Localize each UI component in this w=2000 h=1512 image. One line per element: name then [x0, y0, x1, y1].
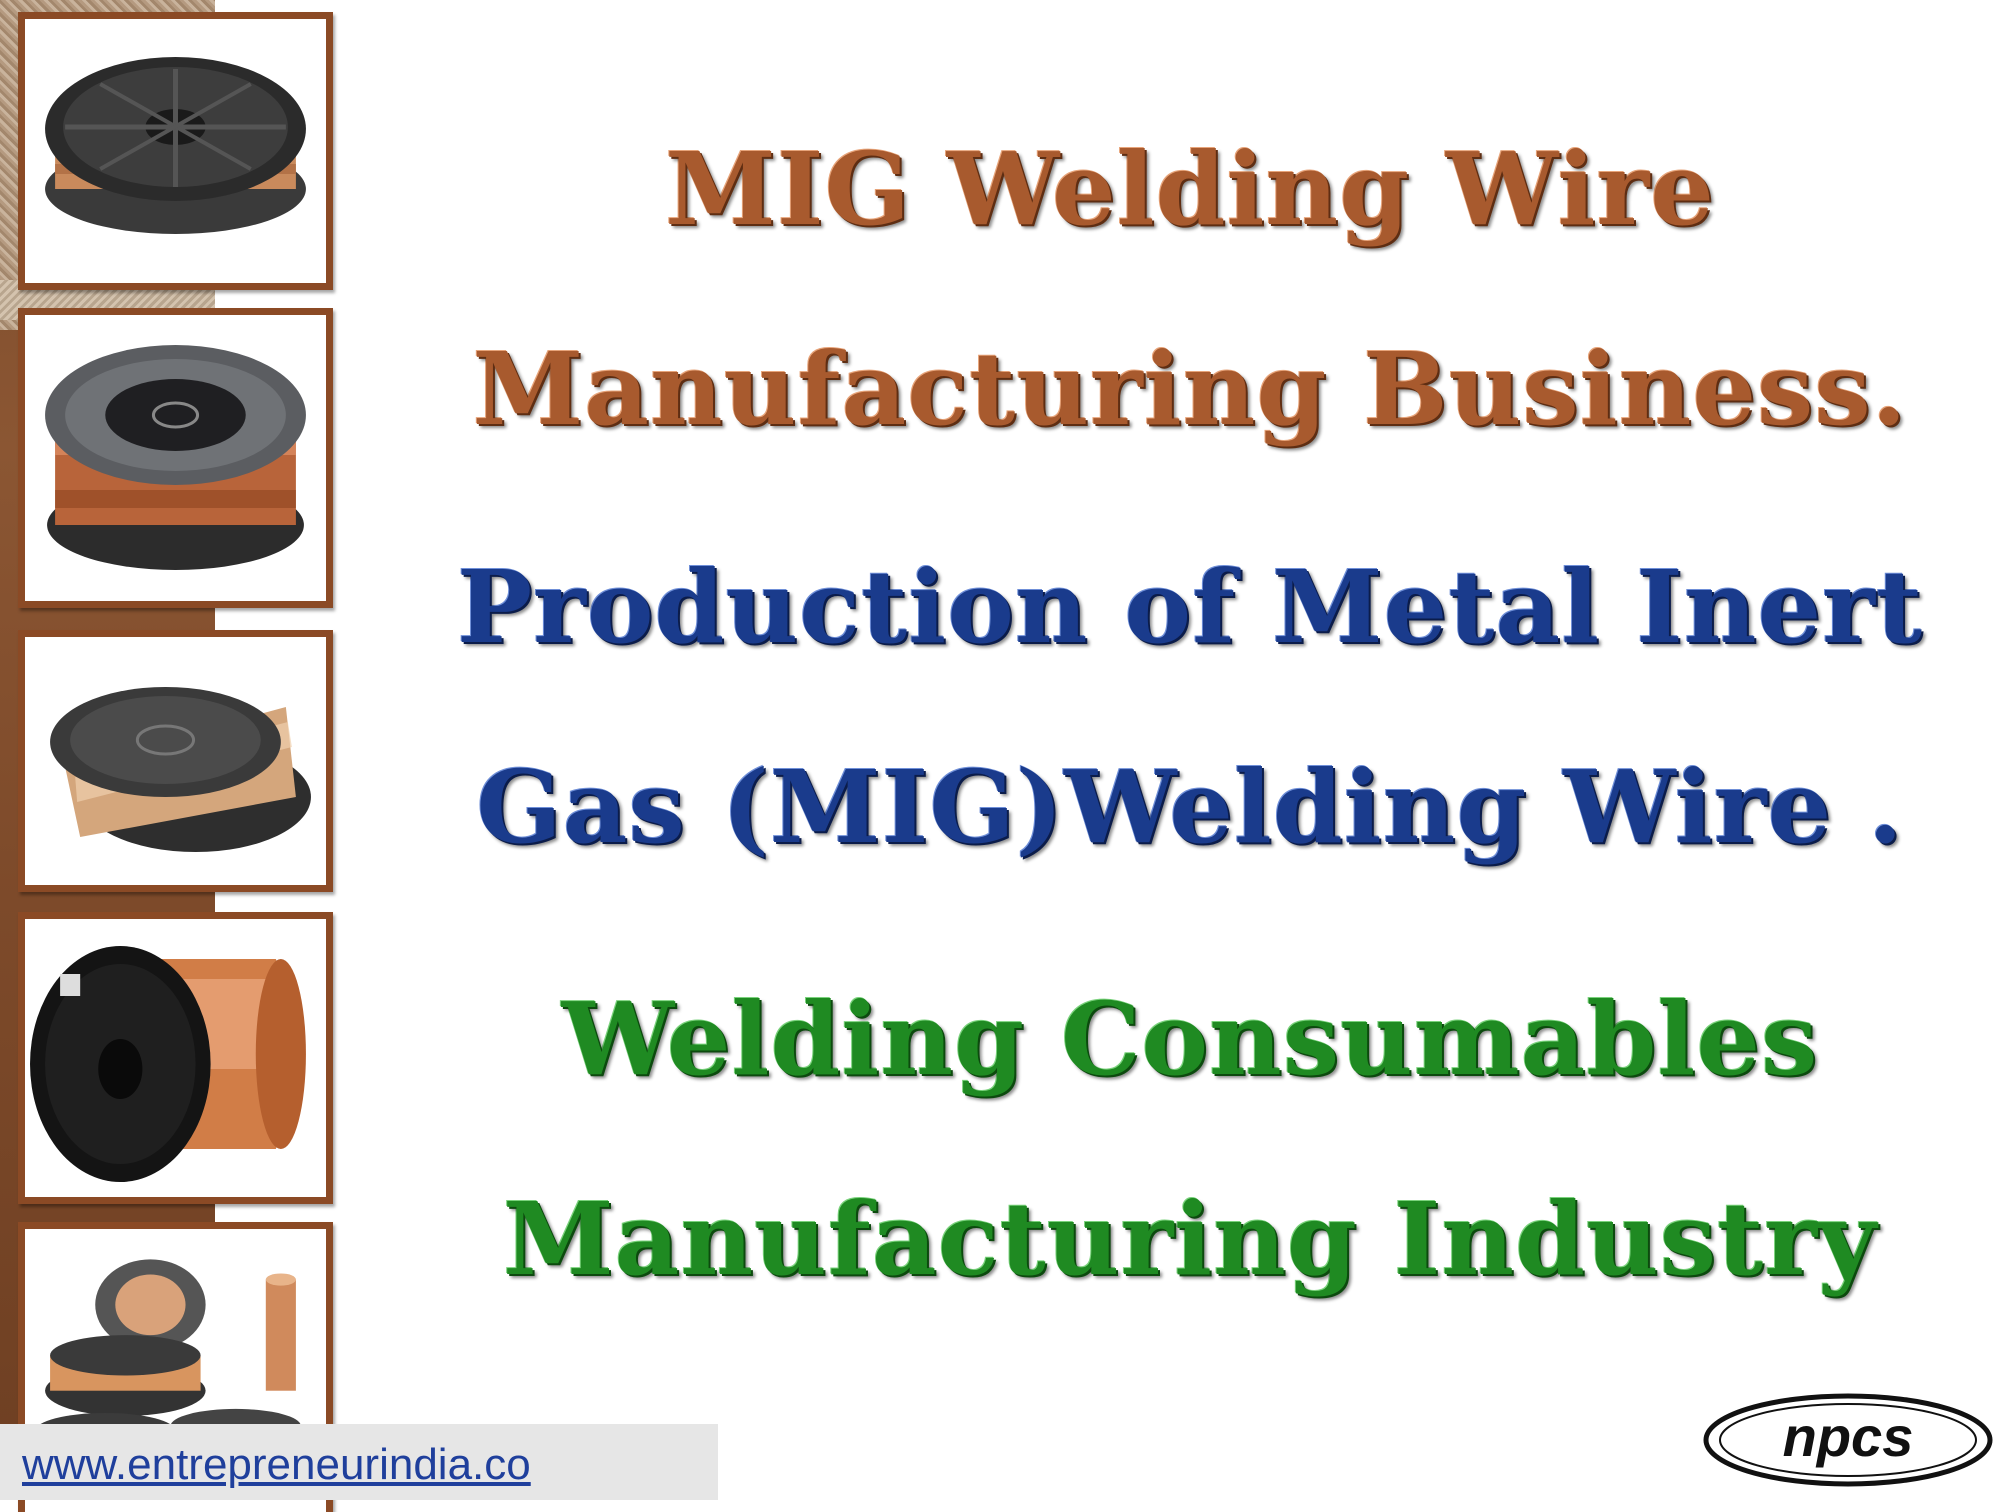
wire-spool-image-3	[18, 630, 333, 892]
title-line-1: MIG Welding Wire	[665, 130, 1715, 248]
title-line-3: Production of Metal Inert	[456, 548, 1924, 666]
title-line-6: Manufacturing Industry	[502, 1180, 1877, 1298]
title-line-2: Manufacturing Business.	[472, 330, 1908, 448]
npcs-logo-text: npcs	[1783, 1405, 1914, 1468]
title-line-4: Gas (MIG)Welding Wire .	[476, 748, 1904, 866]
wire-spool-image-2	[18, 308, 333, 608]
website-link[interactable]: www.entrepreneurindia.co	[22, 1440, 531, 1489]
wire-spool-image-4	[18, 912, 333, 1204]
footer-bar	[0, 1424, 718, 1500]
title-line-5: Welding Consumables	[561, 980, 1819, 1098]
npcs-logo: npcs	[1703, 1393, 1993, 1487]
wire-spool-image-1	[18, 12, 333, 290]
